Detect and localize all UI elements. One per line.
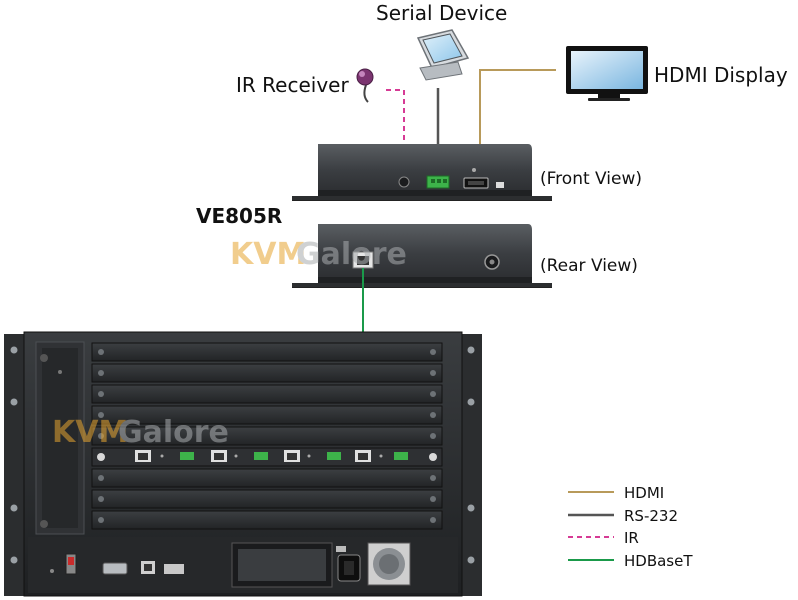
ir-port: [398, 176, 410, 188]
serial-device-label: Serial Device: [376, 1, 507, 25]
hdmi-cable: [479, 69, 556, 178]
svg-text:Galore: Galore: [118, 415, 229, 450]
legend-label-rs232: RS-232: [624, 507, 678, 525]
power-switch: [496, 182, 504, 188]
watermark-bottom: KVM Galore: [52, 415, 229, 450]
matrix-chassis: [4, 331, 482, 597]
front-view-label: (Front View): [540, 169, 642, 189]
ve805r-rear-view: [292, 224, 552, 288]
ir-cable: [386, 89, 405, 182]
model-label: VE805R: [196, 204, 282, 228]
ir-receiver-icon: [356, 68, 374, 103]
legend-item-rs232: RS-232: [568, 507, 678, 525]
svg-text:Galore: Galore: [296, 237, 407, 272]
rear-view-label: (Rear View): [540, 256, 638, 276]
serial-device-icon: [416, 29, 470, 81]
legend-item-hdbaset: HDBaseT: [568, 552, 693, 570]
cable-legend: HDMI RS-232 IR HDBaseT: [568, 484, 693, 570]
watermark-top: KVM Galore: [230, 237, 407, 272]
legend-item-ir: IR: [568, 529, 639, 547]
ve805r-front-view: [292, 144, 552, 201]
hdmi-display-label: HDMI Display: [654, 63, 788, 87]
svg-text:KVM: KVM: [230, 237, 306, 272]
card-slots: [91, 342, 443, 530]
legend-label-ir: IR: [624, 529, 639, 547]
legend-label-hdmi: HDMI: [624, 484, 664, 502]
ir-receiver-label: IR Receiver: [236, 73, 349, 97]
legend-label-hdbaset: HDBaseT: [624, 552, 693, 570]
svg-text:KVM: KVM: [52, 415, 128, 450]
hdbaset-card: [91, 447, 443, 467]
rear-io-panel: [50, 542, 411, 588]
hdmi-display-icon: [566, 46, 648, 101]
legend-item-hdmi: HDMI: [568, 484, 664, 502]
